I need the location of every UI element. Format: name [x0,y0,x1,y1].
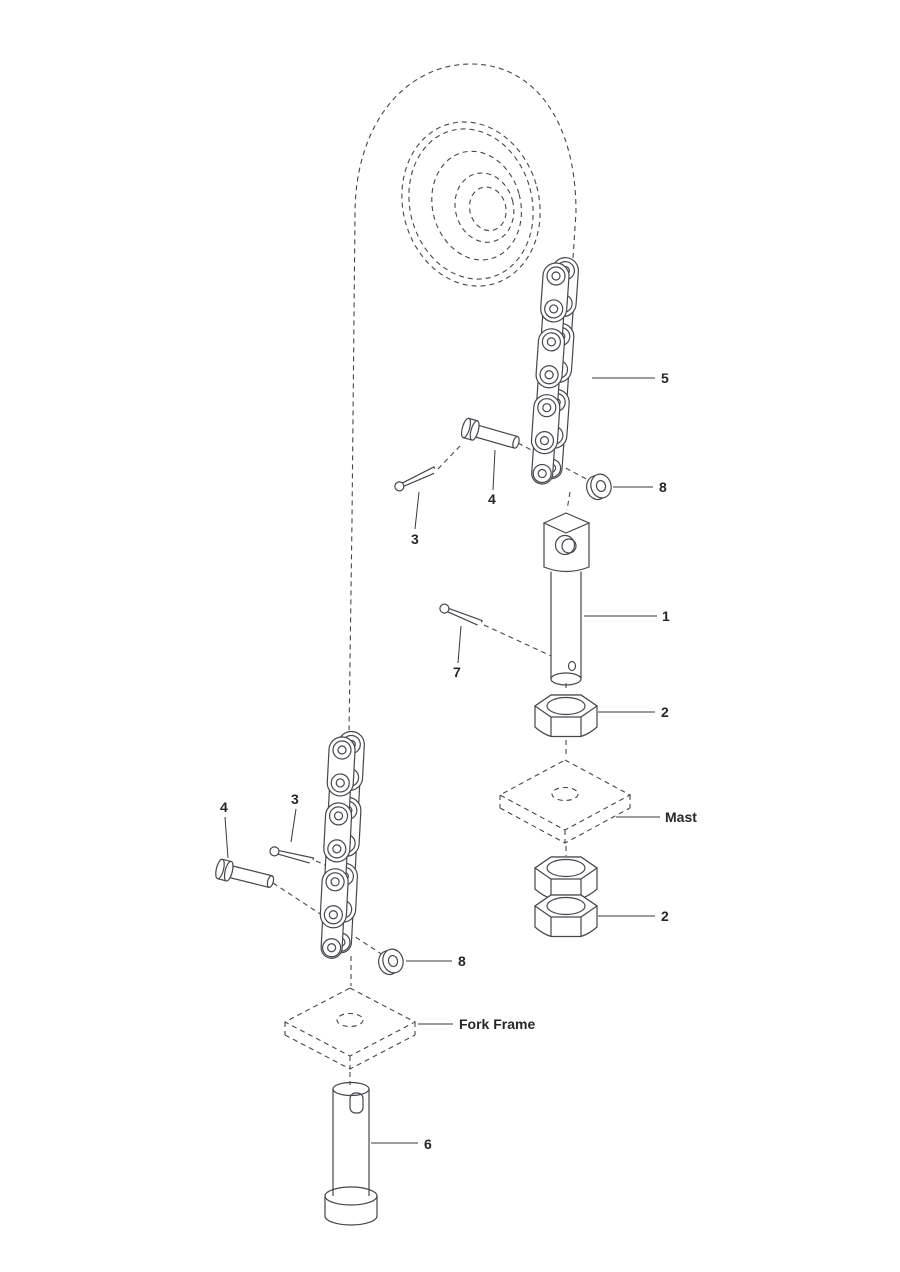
callout-cotter-pin-lower: 3 [291,791,299,807]
callout-labels: 5 8 4 3 1 7 2 Mast 2 4 3 8 Fork Frame 6 [220,370,697,1152]
callout-washer-lower: 8 [458,953,466,969]
cotter-pin-lower [268,845,315,866]
label-fork-frame: Fork Frame [459,1016,535,1032]
chain-anchor-bolt [542,512,591,686]
sheave-pulley [401,121,541,287]
chain-loop-path [348,63,577,734]
hex-nut-lower-1 [534,856,598,900]
washer-upper [583,471,615,503]
lower-leaf-chain [318,730,365,959]
washer-lower [375,946,407,978]
cotter-pin-anchor [437,602,484,629]
callout-washer-upper: 8 [659,479,667,495]
clevis-pin-lower [213,857,277,893]
label-mast: Mast [665,809,697,825]
hex-nut-upper [534,694,598,738]
hex-nut-lower-2 [534,894,598,938]
callout-anchor-pin: 6 [424,1136,432,1152]
callout-chain-upper: 5 [661,370,669,386]
cotter-pin-upper [392,464,438,493]
callout-nut-upper: 2 [661,704,669,720]
callout-nut-lower: 2 [661,908,669,924]
callout-cotter-pin-upper: 3 [411,531,419,547]
callout-cotter-pin-anchor: 7 [453,664,461,680]
mast-plate [498,759,632,844]
fork-anchor-pin [324,1081,378,1226]
callout-anchor-bolt: 1 [662,608,670,624]
clevis-pin-upper [459,416,523,454]
callout-leaders [224,377,660,1144]
callout-clevis-pin-upper: 4 [488,491,496,507]
fork-frame-plate [283,987,417,1070]
upper-leaf-chain [528,256,579,485]
callout-clevis-pin-lower: 4 [220,799,228,815]
